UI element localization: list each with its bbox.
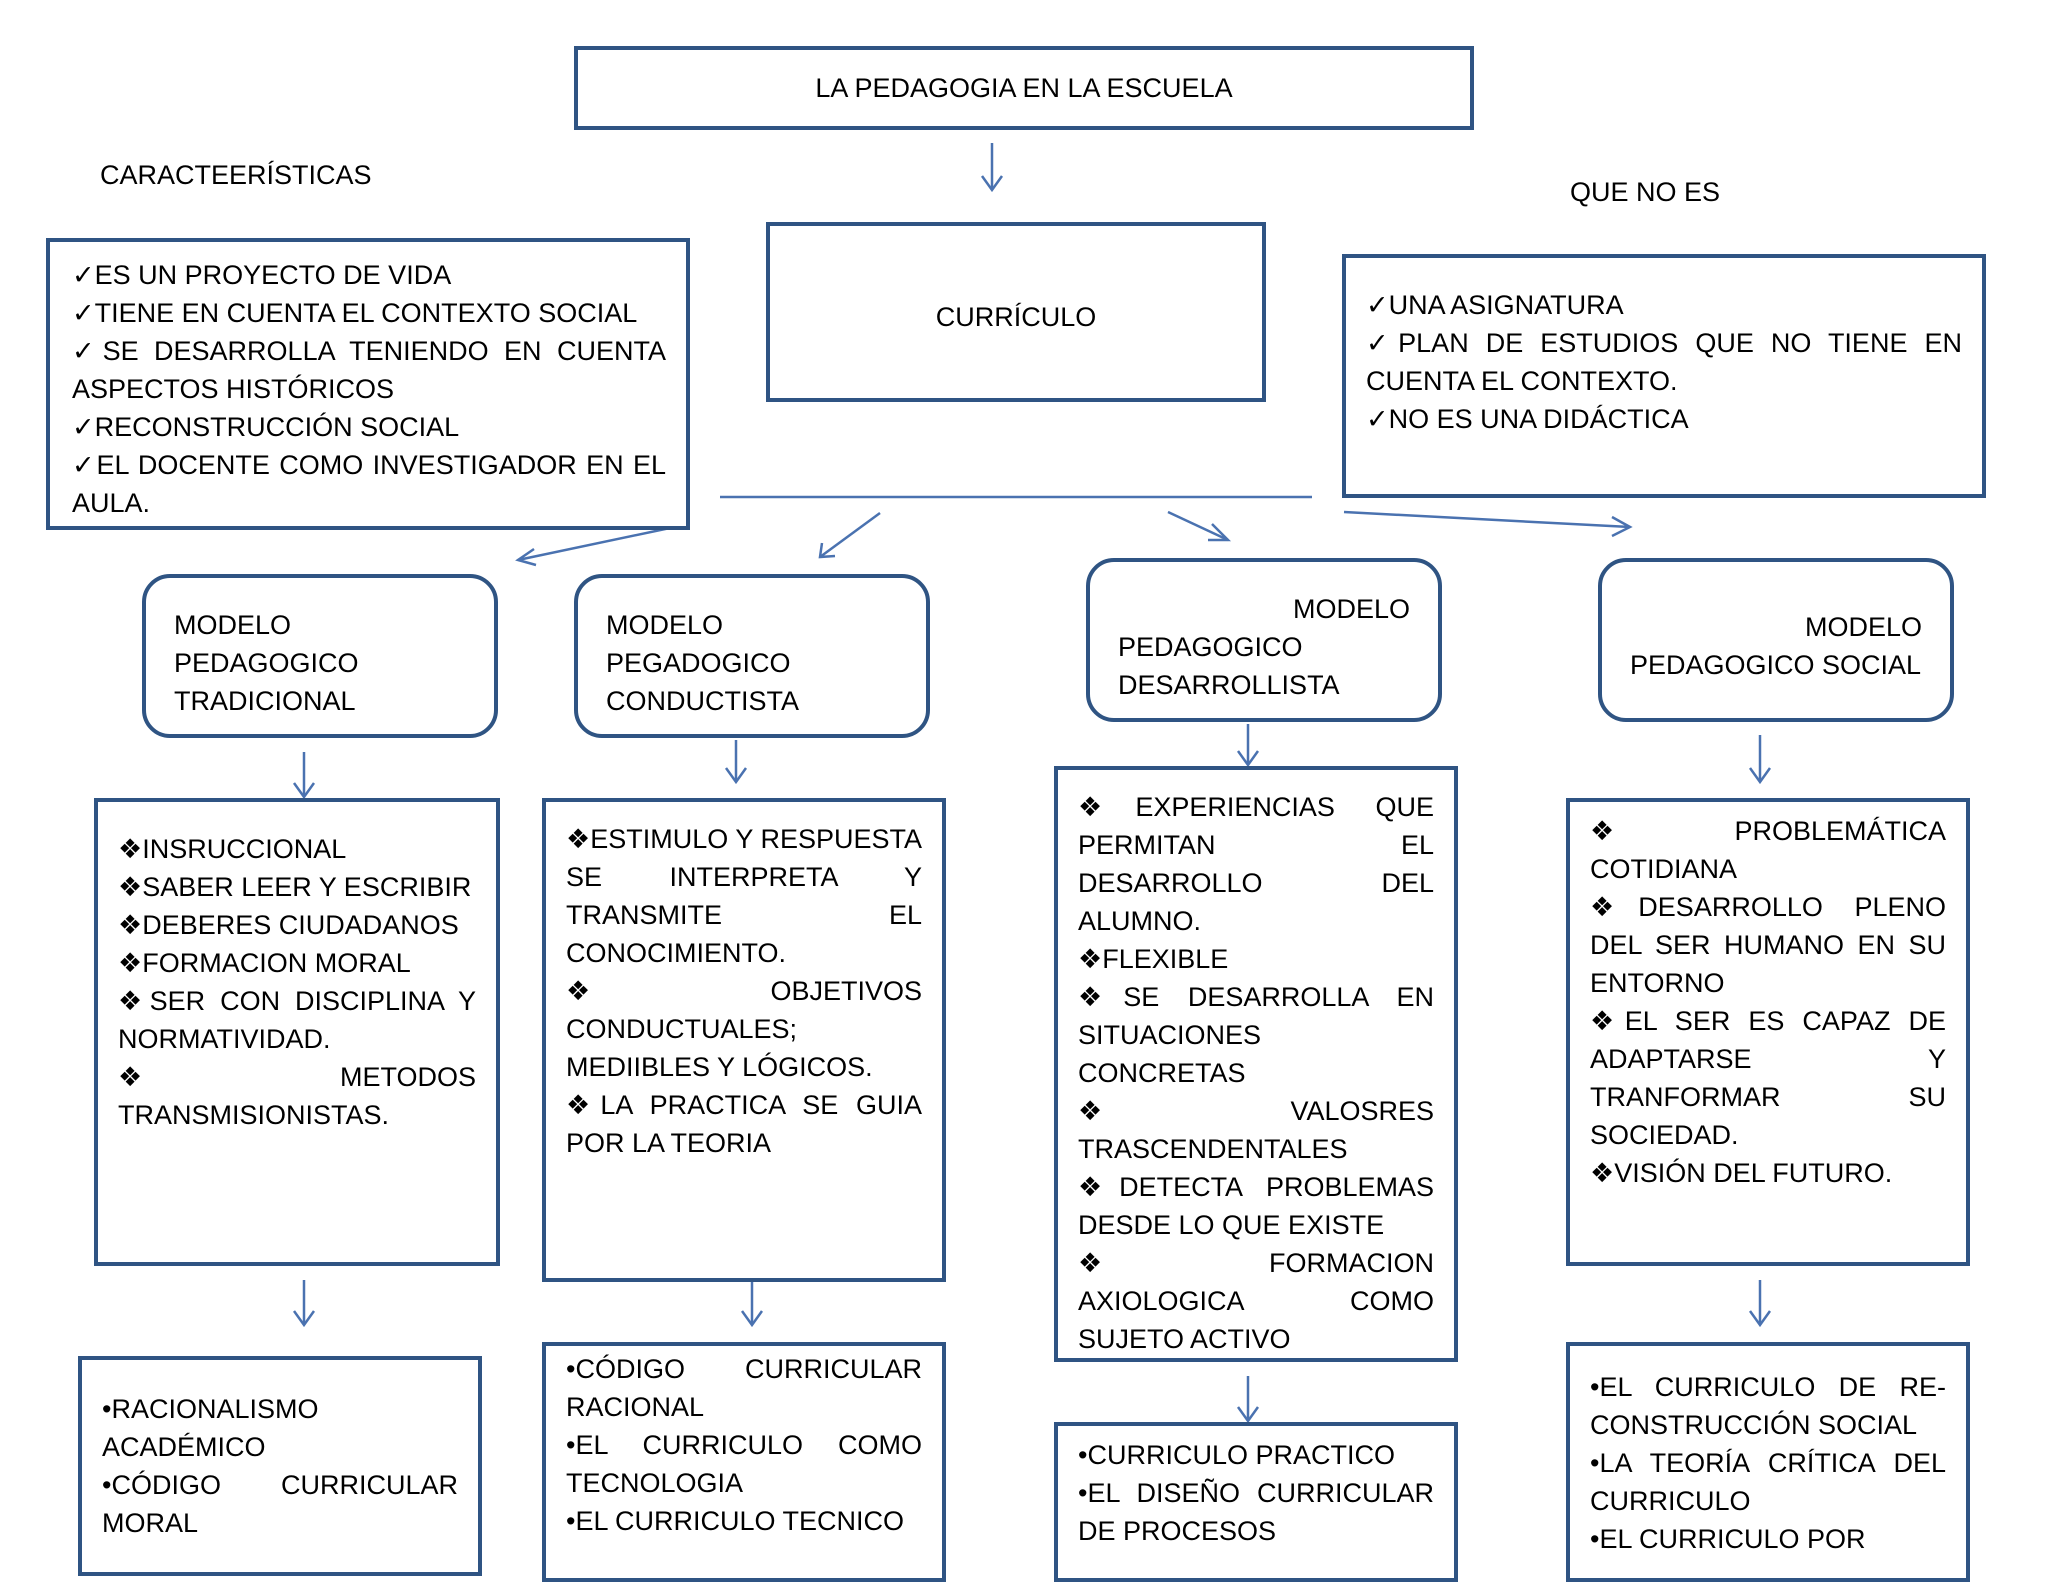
features-desarrollista-list: ❖EXPERIENCIAS QUE PERMITAN EL DESARROLLO…: [1078, 788, 1434, 1358]
feature-item: ❖DEBERES CIUDADANOS: [118, 910, 459, 940]
curriculum-tradicional-box: •RACIONALISMO ACADÉMICO •CÓDIGO CURRICUL…: [78, 1356, 482, 1576]
curriculum-item: •EL CURRICULO TECNICO: [566, 1506, 905, 1536]
model-title-line: PEDAGOGICO: [1118, 632, 1303, 662]
arrowhead-to-model-social: [1611, 515, 1633, 538]
curriculum-desarrollista-box: •CURRICULO PRACTICO •EL DISEÑO CURRICULA…: [1054, 1422, 1458, 1582]
model-title-line: MODELO: [1804, 612, 1922, 642]
feature-item: ❖SABER LEER Y ESCRIBIR: [118, 872, 472, 902]
model-social-title: MODELO PEDAGOGICO SOCIAL: [1630, 608, 1922, 684]
model-title-line: CONDUCTISTA: [606, 686, 799, 716]
curriculum-tradicional-list: •RACIONALISMO ACADÉMICO •CÓDIGO CURRICUL…: [102, 1390, 458, 1542]
feature-item: ❖DESARROLLO PLENO DEL SER HUMANO EN SU E…: [1590, 892, 1946, 998]
arrowhead-to-model-conductista: [818, 542, 836, 559]
arrowhead-to-model-tradicional: [515, 547, 537, 567]
que-no-es-list: ✓UNA ASIGNATURA ✓PLAN DE ESTUDIOS QUE NO…: [1366, 286, 1962, 438]
que-no-es-item: ✓NO ES UNA DIDÁCTICA: [1366, 404, 1689, 434]
model-conductista-box: MODELO PEGADOGICO CONDUCTISTA: [574, 574, 930, 738]
model-title-line: MODELO: [606, 610, 724, 640]
model-title-line: DESARROLLISTA: [1118, 670, 1340, 700]
curriculum-item: •CURRICULO PRACTICO: [1078, 1440, 1395, 1470]
feature-item: ❖ESTIMULO Y RESPUESTA SE INTERPRETA Y TR…: [566, 824, 922, 968]
feature-item: ❖VALOSRES TRASCENDENTALES: [1078, 1096, 1434, 1164]
model-title-line: PEDAGOGICO: [174, 648, 359, 678]
model-social-box: MODELO PEDAGOGICO SOCIAL: [1598, 558, 1954, 722]
curriculo-box: CURRÍCULO: [766, 222, 1266, 402]
curriculum-item: •EL CURRICULO COMO TECNOLOGIA: [566, 1430, 922, 1498]
feature-item: ❖PROBLEMÁTICA COTIDIANA: [1590, 816, 1946, 884]
model-desarrollista-box: MODELO PEDAGOGICO DESARROLLISTA: [1086, 558, 1442, 722]
curriculum-conductista-list: •CÓDIGO CURRICULAR RACIONAL •EL CURRICUL…: [566, 1350, 922, 1540]
connector-lines: [292, 143, 1772, 1424]
caracteristicas-list: ✓ES UN PROYECTO DE VIDA ✓TIENE EN CUENTA…: [72, 256, 666, 522]
model-title-line: PEGADOGICO: [606, 648, 791, 678]
feature-item: ❖EL SER ES CAPAZ DE ADAPTARSE Y TRANFORM…: [1590, 1006, 1946, 1150]
model-tradicional-box: MODELO PEDAGOGICO TRADICIONAL: [142, 574, 498, 738]
curriculum-conductista-box: •CÓDIGO CURRICULAR RACIONAL •EL CURRICUL…: [542, 1342, 946, 1582]
model-title-line: MODELO: [1292, 594, 1410, 624]
feature-item: ❖OBJETIVOS CONDUCTUALES; MEDIIBLES Y LÓG…: [566, 976, 922, 1082]
features-conductista-list: ❖ESTIMULO Y RESPUESTA SE INTERPRETA Y TR…: [566, 820, 922, 1162]
que-no-es-item: ✓PLAN DE ESTUDIOS QUE NO TIENE EN CUENTA…: [1366, 328, 1962, 396]
feature-item: ❖EXPERIENCIAS QUE PERMITAN EL DESARROLLO…: [1078, 792, 1434, 936]
feature-item: ❖FORMACION AXIOLOGICA COMO SUJETO ACTIVO: [1078, 1248, 1434, 1354]
features-social-list: ❖PROBLEMÁTICA COTIDIANA ❖DESARROLLO PLEN…: [1590, 812, 1946, 1192]
feature-item: ❖SE DESARROLLA EN SITUACIONES CONCRETAS: [1078, 982, 1434, 1088]
model-desarrollista-title: MODELO PEDAGOGICO DESARROLLISTA: [1118, 590, 1410, 704]
curriculum-social-box: •EL CURRICULO DE RE-CONSTRUCCIÓN SOCIAL …: [1566, 1342, 1970, 1582]
model-title-line: MODELO: [174, 610, 292, 640]
feature-item: ❖VISIÓN DEL FUTURO.: [1590, 1158, 1893, 1188]
caracteristica-item: ✓TIENE EN CUENTA EL CONTEXTO SOCIAL: [72, 298, 638, 328]
curriculum-desarrollista-list: •CURRICULO PRACTICO •EL DISEÑO CURRICULA…: [1078, 1436, 1434, 1550]
arrow-to-model-tradicional: [517, 526, 671, 562]
caracteristica-item: ✓RECONSTRUCCIÓN SOCIAL: [72, 412, 460, 442]
caracteristica-item: ✓ES UN PROYECTO DE VIDA: [72, 260, 452, 290]
model-conductista-title: MODELO PEGADOGICO CONDUCTISTA: [606, 606, 926, 720]
feature-item: ❖METODOS TRANSMISIONISTAS.: [118, 1062, 476, 1130]
caracteristica-item: ✓SE DESARROLLA TENIENDO EN CUENTA ASPECT…: [72, 336, 666, 404]
features-desarrollista-box: ❖EXPERIENCIAS QUE PERMITAN EL DESARROLLO…: [1054, 766, 1458, 1362]
feature-item: ❖DETECTA PROBLEMAS DESDE LO QUE EXISTE: [1078, 1172, 1434, 1240]
feature-item: ❖FLEXIBLE: [1078, 944, 1229, 974]
caracteristicas-box: ✓ES UN PROYECTO DE VIDA ✓TIENE EN CUENTA…: [46, 238, 690, 530]
caracteristicas-heading: CARACTEERÍSTICAS: [100, 160, 372, 190]
que-no-es-box: ✓UNA ASIGNATURA ✓PLAN DE ESTUDIOS QUE NO…: [1342, 254, 1986, 498]
features-tradicional-list: ❖INSRUCCIONAL ❖SABER LEER Y ESCRIBIR ❖DE…: [118, 830, 476, 1134]
arrow-to-model-social: [1343, 510, 1631, 529]
arrow-to-model-conductista: [819, 511, 881, 559]
model-tradicional-title: MODELO PEDAGOGICO TRADICIONAL: [174, 606, 494, 720]
arrowhead-title-to-curriculo: [980, 175, 1004, 193]
curriculum-item: •RACIONALISMO ACADÉMICO: [102, 1394, 319, 1462]
curriculum-item: •CÓDIGO CURRICULAR MORAL: [102, 1470, 458, 1538]
curriculum-item: •EL CURRICULO DE RE-CONSTRUCCIÓN SOCIAL: [1590, 1372, 1946, 1440]
features-social-box: ❖PROBLEMÁTICA COTIDIANA ❖DESARROLLO PLEN…: [1566, 798, 1970, 1266]
curriculum-item: •EL DISEÑO CURRICULAR DE PROCESOS: [1078, 1478, 1434, 1546]
curriculum-item: •LA TEORÍA CRÍTICA DEL CURRICULO: [1590, 1448, 1946, 1516]
title-text: LA PEDAGOGIA EN LA ESCUELA: [815, 72, 1233, 103]
model-title-line: PEDAGOGICO SOCIAL: [1630, 650, 1922, 680]
curriculum-social-list: •EL CURRICULO DE RE-CONSTRUCCIÓN SOCIAL …: [1590, 1368, 1946, 1558]
model-title-line: TRADICIONAL: [174, 686, 356, 716]
arrow-to-model-desarrollista: [1167, 510, 1229, 542]
que-no-es-heading: QUE NO ES: [1570, 177, 1721, 207]
que-no-es-item: ✓UNA ASIGNATURA: [1366, 290, 1624, 320]
caracteristica-item: ✓EL DOCENTE COMO INVESTIGADOR EN EL AULA…: [72, 450, 666, 518]
feature-item: ❖LA PRACTICA SE GUIA POR LA TEORIA: [566, 1090, 922, 1158]
arrowhead-to-model-desarrollista: [1208, 523, 1232, 542]
feature-item: ❖SER CON DISCIPLINA Y NORMATIVIDAD.: [118, 986, 476, 1054]
features-conductista-box: ❖ESTIMULO Y RESPUESTA SE INTERPRETA Y TR…: [542, 798, 946, 1282]
curriculum-item: •EL CURRICULO POR: [1590, 1524, 1866, 1554]
features-tradicional-box: ❖INSRUCCIONAL ❖SABER LEER Y ESCRIBIR ❖DE…: [94, 798, 500, 1266]
curriculo-text: CURRÍCULO: [935, 302, 1097, 332]
feature-item: ❖INSRUCCIONAL: [118, 834, 347, 864]
title-box: LA PEDAGOGIA EN LA ESCUELA: [574, 46, 1474, 130]
curriculum-item: •CÓDIGO CURRICULAR RACIONAL: [566, 1354, 922, 1422]
feature-item: ❖FORMACION MORAL: [118, 948, 411, 978]
